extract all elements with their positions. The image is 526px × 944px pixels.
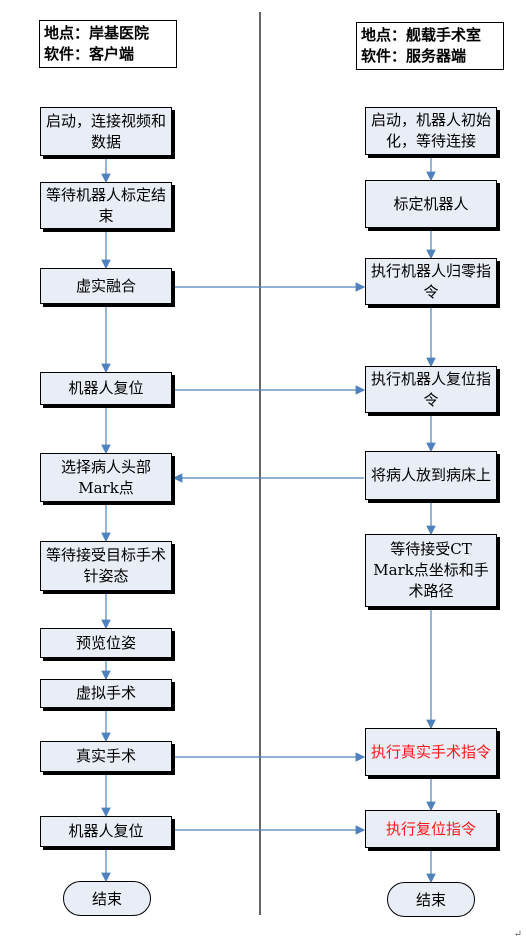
left-step-8-virtual-surgery: 虚拟手术 [40, 679, 172, 708]
left-end-terminator: 结束 [63, 881, 151, 916]
right-step-8-reset-command: 执行复位指令 [365, 810, 497, 848]
left-step-2-wait-calibration: 等待机器人标定结束 [40, 182, 172, 229]
right-header: 地点：舰载手术室 软件：服务器端 [356, 22, 504, 70]
left-header-location: 地点：岸基医院 [44, 24, 150, 42]
right-step-7-real-surgery-command: 执行真实手术指令 [365, 728, 497, 776]
right-header-location: 地点：舰载手术室 [361, 26, 482, 44]
left-header-software: 软件：客户端 [44, 45, 135, 63]
left-step-5-select-mark: 选择病人头部Mark点 [40, 453, 172, 502]
right-step-1-init: 启动，机器人初始化，等待连接 [365, 107, 497, 155]
right-header-software: 软件：服务器端 [361, 47, 467, 65]
right-step-4-reset-command: 执行机器人复位指令 [365, 366, 497, 413]
right-step-3-zero-command: 执行机器人归零指令 [365, 258, 497, 305]
left-step-3-fusion: 虚实融合 [40, 268, 172, 304]
left-step-6-wait-needle-pose: 等待接受目标手术针姿态 [40, 541, 172, 591]
left-step-10-robot-reset: 机器人复位 [40, 816, 172, 847]
left-step-9-real-surgery: 真实手术 [40, 741, 172, 772]
right-step-6-wait-ct-path: 等待接受CT Mark点坐标和手术路径 [365, 534, 497, 607]
left-step-4-robot-reset: 机器人复位 [40, 372, 172, 405]
right-end-terminator: 结束 [387, 882, 475, 917]
left-step-1-start-connect: 启动，连接视频和数据 [40, 107, 172, 156]
right-step-5-place-patient: 将病人放到病床上 [365, 451, 497, 500]
left-step-7-preview-pose: 预览位姿 [40, 628, 172, 658]
paragraph-mark-icon: ↵ [513, 929, 522, 940]
left-header: 地点：岸基医院 软件：客户端 [39, 20, 177, 68]
right-step-2-calibrate: 标定机器人 [365, 180, 497, 228]
